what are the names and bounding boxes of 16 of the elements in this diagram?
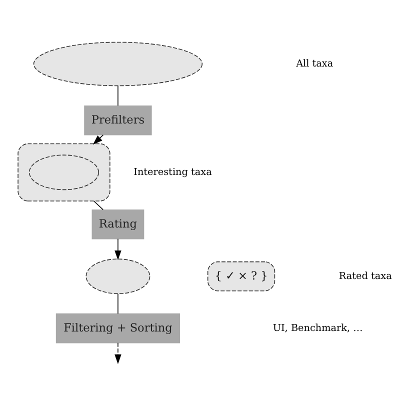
node-box: Prefilters: [84, 104, 152, 135]
node-box: { ✓ × ? }: [207, 260, 276, 291]
label: UI, Benchmark, …: [272, 322, 363, 334]
label: All taxa: [296, 58, 334, 69]
connector: [93, 200, 104, 210]
arrow: [114, 238, 122, 260]
label: Rated taxa: [338, 270, 392, 282]
node-box: Filtering + Sorting: [56, 312, 180, 343]
arrow: [92, 134, 104, 144]
label: Interesting taxa: [134, 166, 212, 178]
node-cloud: [28, 154, 100, 190]
cluster: [18, 142, 110, 201]
arrow: [114, 342, 122, 364]
node-cloud: [33, 41, 203, 86]
node-cloud: [86, 258, 150, 294]
node-box: Rating: [92, 208, 144, 239]
